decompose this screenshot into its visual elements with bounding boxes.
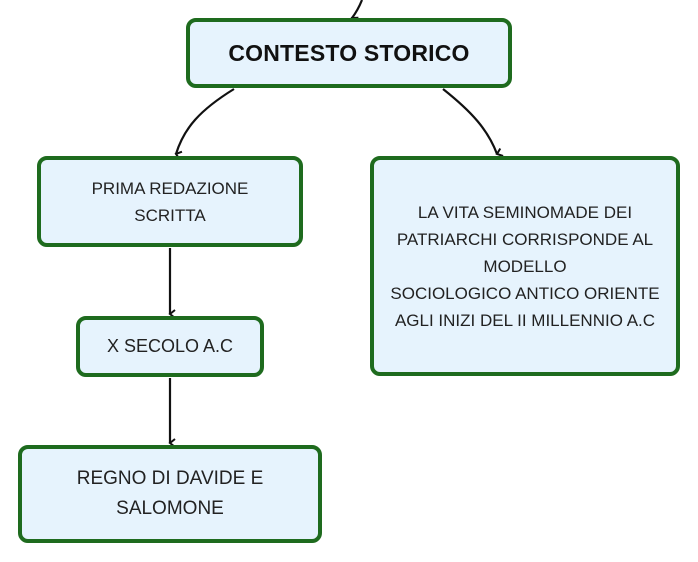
edge-root-to-prima <box>174 88 235 160</box>
node-regno-davide[interactable]: REGNO DI DAVIDE E SALOMONE <box>18 445 322 543</box>
node-x-secolo[interactable]: X SECOLO A.C <box>76 316 264 377</box>
edge-parent-to-root <box>350 0 364 25</box>
node-contesto-storico[interactable]: CONTESTO STORICO <box>186 18 512 88</box>
node-label: X SECOLO A.C <box>106 336 234 356</box>
edge-root-to-vita <box>442 88 504 157</box>
node-prima-redazione[interactable]: PRIMA REDAZIONE SCRITTA <box>37 156 303 247</box>
node-vita-seminomade[interactable]: LA VITA SEMINOMADE DEI PATRIARCHI CORRIS… <box>370 156 680 376</box>
node-label: REGNO DI DAVIDE E SALOMONE <box>76 468 264 519</box>
node-label: LA VITA SEMINOMADE DEI PATRIARCHI CORRIS… <box>390 202 660 330</box>
node-label: PRIMA REDAZIONE SCRITTA <box>91 178 249 225</box>
node-label: CONTESTO STORICO <box>228 39 470 66</box>
